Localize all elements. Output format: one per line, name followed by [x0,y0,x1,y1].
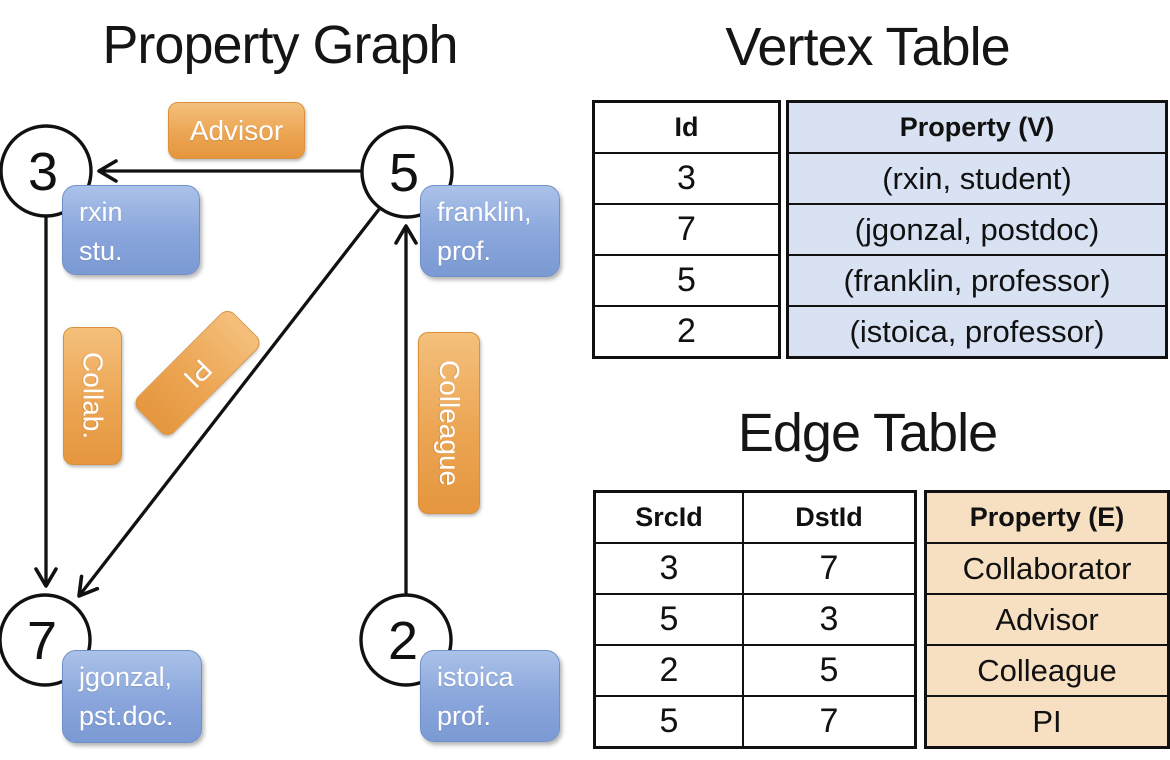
vertex-id-cell: 3 [592,152,781,205]
vertex-prop-box-7-line1: jgonzal, [79,662,173,692]
table-row: 2 5 [593,644,917,697]
vertex-table-id-header: Id [592,100,781,154]
edge-table-src-header: SrcId [593,490,744,544]
edge-dst-cell: 7 [742,695,917,749]
vertex-table-property-column: Property (V) (rxin, student) (jgonzal, p… [786,100,1168,359]
vertex-property-cell: (franklin, professor) [786,254,1168,307]
edge-src-cell: 5 [593,593,744,646]
vertex-table-title: Vertex Table [725,17,1010,77]
table-row: (franklin, professor) [786,254,1168,307]
edge-label-colleague-text: Colleague [434,359,465,487]
vertex-id-cell: 5 [592,254,781,307]
edge-table-title: Edge Table [737,403,998,463]
table-row: 7 [592,203,781,256]
node-5-id: 5 [389,143,419,203]
edge-property-cell: Advisor [924,593,1170,646]
edge-label-collab: Collab. [63,327,122,465]
vertex-prop-box-7: jgonzal, pst.doc. [62,650,202,743]
node-3-id: 3 [28,142,58,202]
table-row: 5 [592,254,781,307]
table-row: 3 [592,152,781,205]
edge-src-cell: 2 [593,644,744,697]
edge-table-dst-header: DstId [742,490,917,544]
vertex-table-id-column: Id 3 7 5 2 [592,100,781,359]
vertex-prop-box-7-line2: pst.doc. [79,701,174,732]
vertex-property-cell: (rxin, student) [786,152,1168,205]
edge-table-property-column: Property (E) Collaborator Advisor Collea… [924,490,1170,749]
property-graph-canvas: 3 5 7 2 [0,124,454,687]
table-row: 3 7 [593,542,917,595]
edge-pi-arrow-5-to-7 [77,206,382,598]
property-graph-title: Property Graph [102,15,458,75]
edge-property-cell: PI [924,695,1170,749]
vertex-prop-box-5-line1: franklin, [437,197,532,227]
edge-label-advisor: Advisor [168,102,305,159]
edge-label-colleague: Colleague [418,332,480,514]
table-row: 5 3 [593,593,917,646]
node-7-id: 7 [27,611,57,671]
edge-table-property-header: Property (E) [924,490,1170,544]
table-row: 5 7 [593,695,917,749]
vertex-id-cell: 7 [592,203,781,256]
table-row: PI [924,695,1170,749]
vertex-table-property-header: Property (V) [786,100,1168,154]
edge-property-cell: Collaborator [924,542,1170,595]
edge-src-cell: 3 [593,542,744,595]
node-2-id: 2 [388,611,418,671]
table-row: (rxin, student) [786,152,1168,205]
vertex-prop-box-2: istoica prof. [420,650,560,742]
table-row: (jgonzal, postdoc) [786,203,1168,256]
edge-property-cell: Colleague [924,644,1170,697]
edge-label-pi-text: PI [177,353,219,394]
vertex-prop-box-3-line2: stu. [79,236,123,267]
table-row: 2 [592,305,781,359]
table-row: (istoica, professor) [786,305,1168,359]
edge-dst-cell: 5 [742,644,917,697]
edge-dst-cell: 7 [742,542,917,595]
vertex-prop-box-3: rxin stu. [62,185,200,275]
table-row: Advisor [924,593,1170,646]
vertex-prop-box-5: franklin, prof. [420,185,560,277]
table-row: Collaborator [924,542,1170,595]
edge-src-cell: 5 [593,695,744,749]
vertex-prop-box-3-line1: rxin [79,197,123,227]
edge-label-advisor-text: Advisor [189,114,284,146]
edge-table-id-columns: SrcId DstId 3 7 5 3 2 5 5 7 [593,490,917,749]
vertex-property-cell: (jgonzal, postdoc) [786,203,1168,256]
vertex-property-cell: (istoica, professor) [786,305,1168,359]
vertex-id-cell: 2 [592,305,781,359]
edge-label-collab-text: Collab. [77,352,109,440]
vertex-prop-box-5-line2: prof. [437,236,492,267]
edge-dst-cell: 3 [742,593,917,646]
vertex-prop-box-2-line2: prof. [437,701,492,732]
vertex-prop-box-2-line1: istoica [437,662,514,692]
table-row: Colleague [924,644,1170,697]
